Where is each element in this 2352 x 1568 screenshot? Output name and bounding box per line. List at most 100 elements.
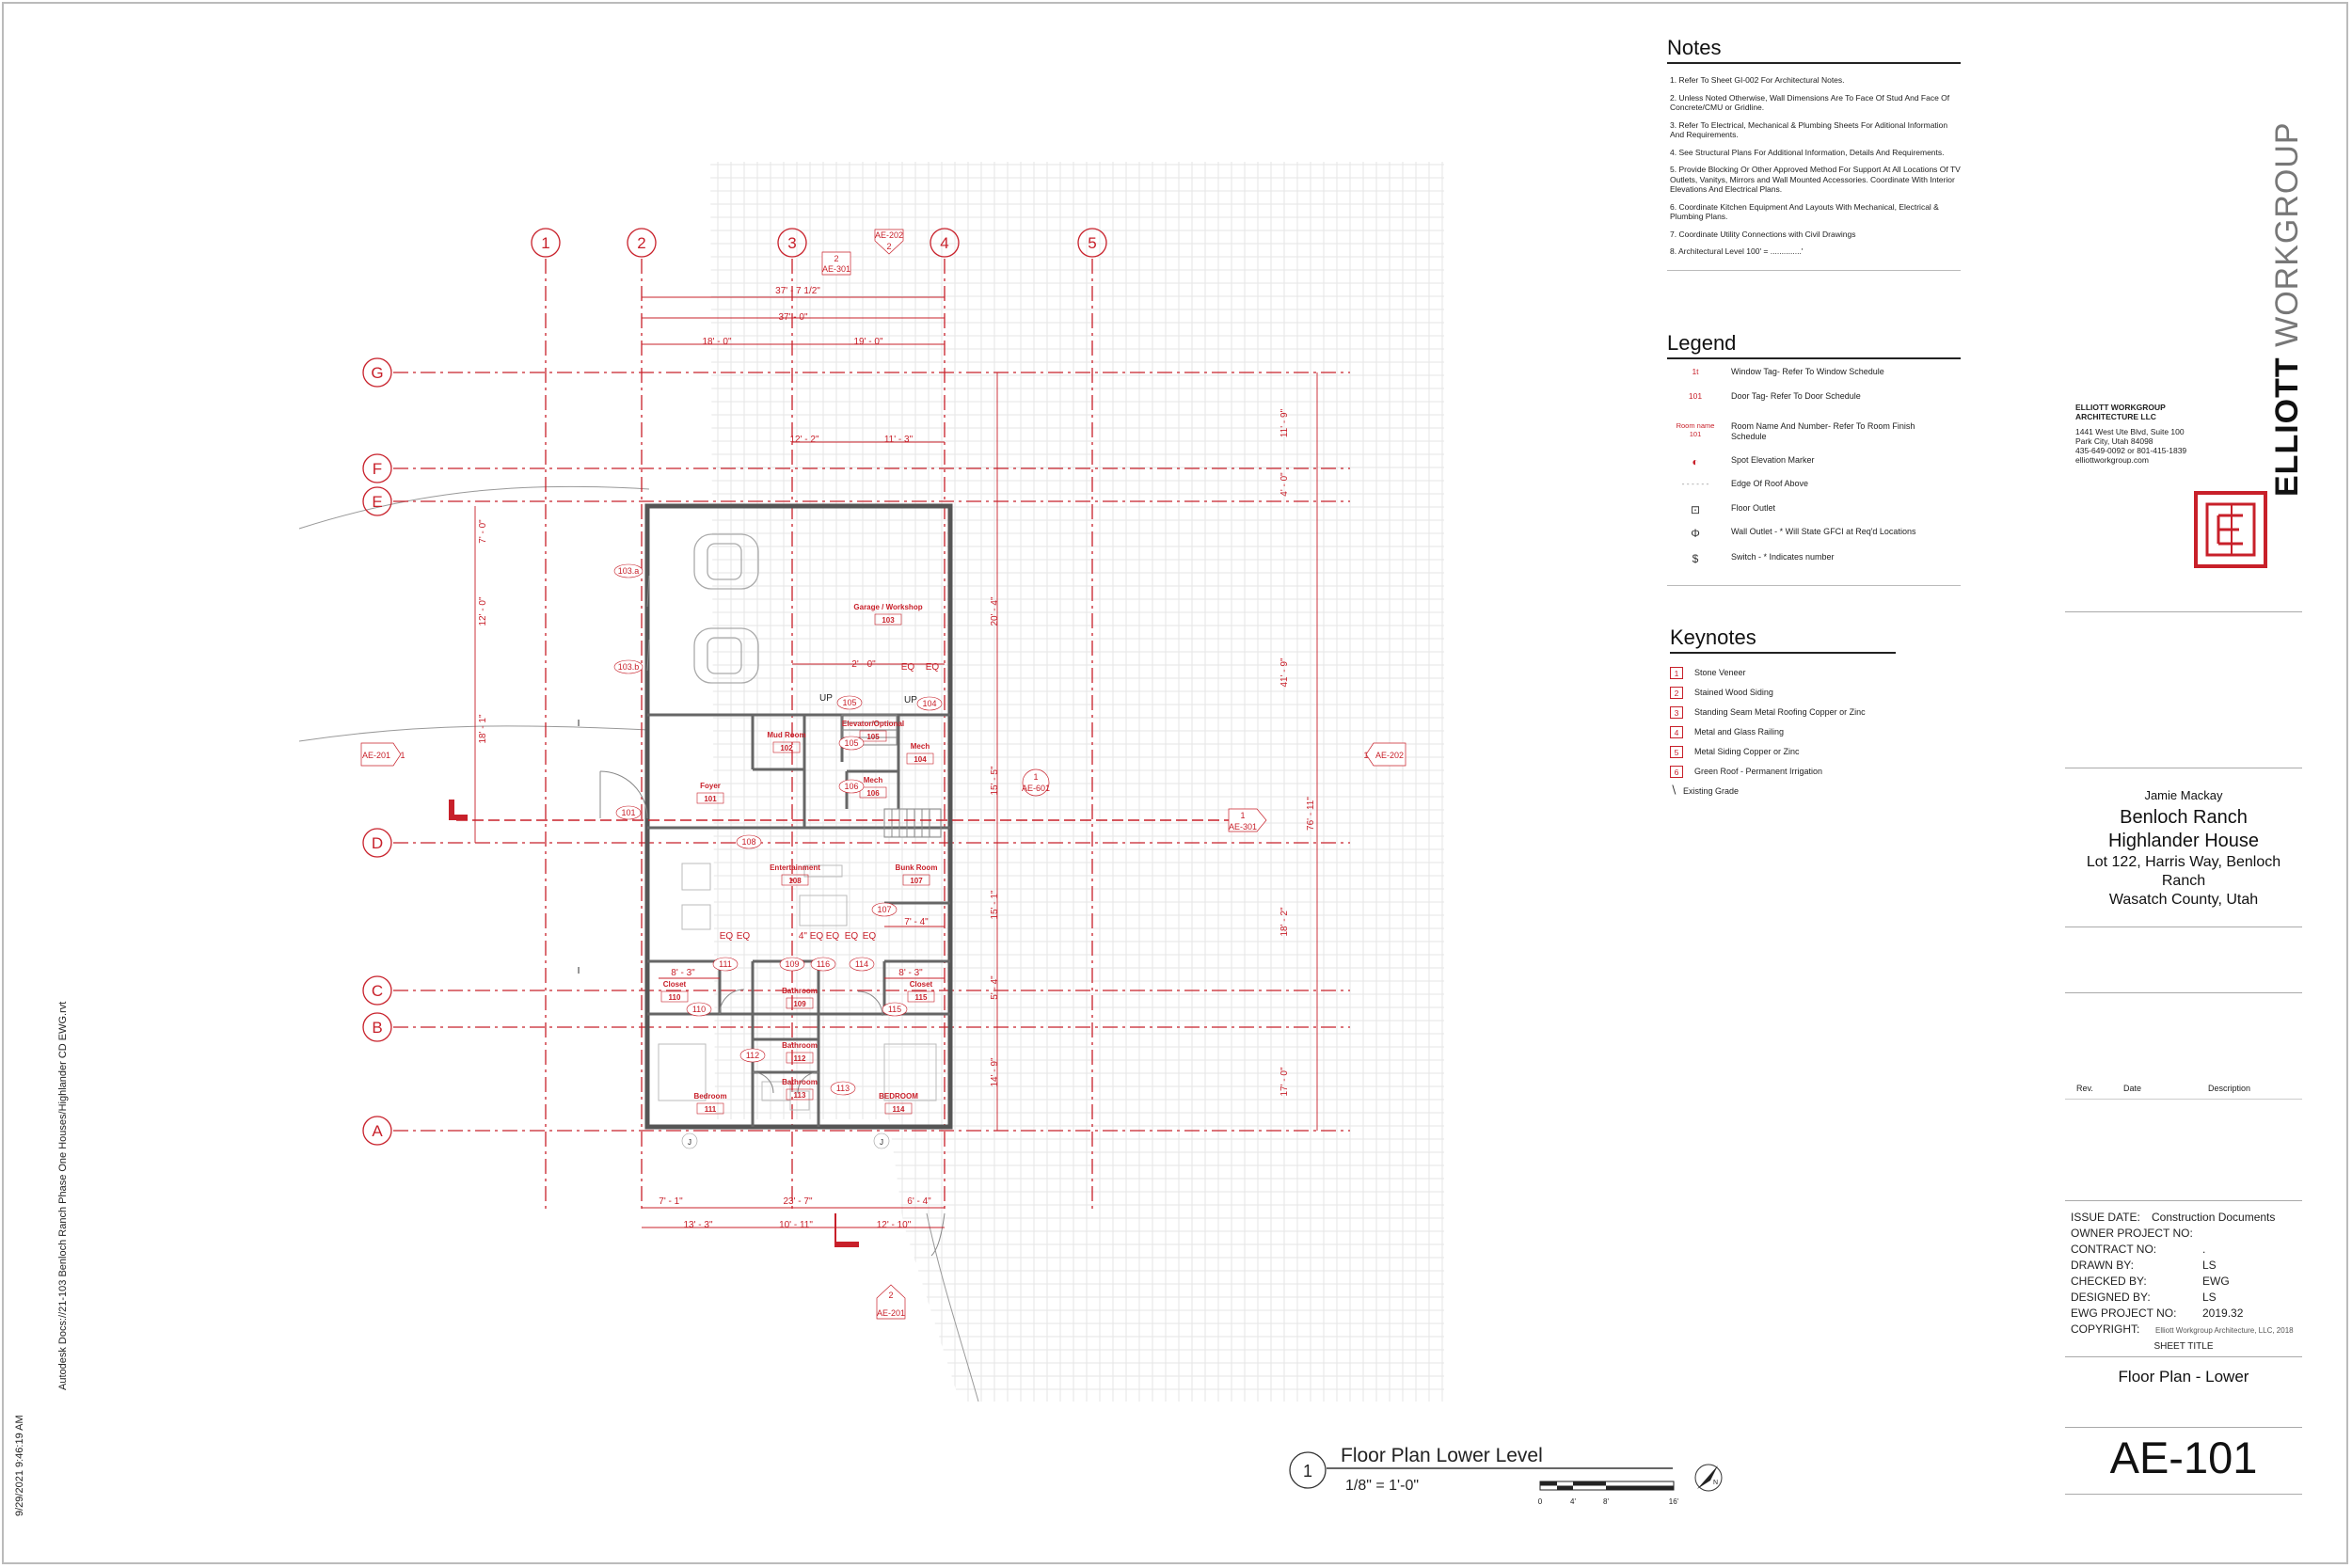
firm-name: ELLIOTT WORKGROUP bbox=[2075, 403, 2166, 412]
door-tag: 101 bbox=[615, 805, 642, 820]
svg-text:Closet: Closet bbox=[910, 980, 933, 989]
svg-text:J: J bbox=[880, 1138, 883, 1147]
svg-text:19' - 0": 19' - 0" bbox=[853, 337, 882, 347]
svg-text:Mud Room: Mud Room bbox=[767, 731, 805, 739]
sheet-number: AE-101 bbox=[2109, 1433, 2258, 1482]
description-col: Description bbox=[2208, 1084, 2251, 1093]
svg-text:108: 108 bbox=[741, 837, 755, 847]
note-item: 1. Refer To Sheet GI-002 For Architectur… bbox=[1670, 75, 1845, 85]
svg-text:109: 109 bbox=[793, 1000, 806, 1008]
svg-text:108: 108 bbox=[788, 877, 802, 885]
svg-text:15' - 1": 15' - 1" bbox=[990, 890, 1000, 919]
notes-divider bbox=[1667, 269, 1961, 271]
room-tag-icon: Room name 101 bbox=[1676, 421, 1715, 438]
existing-grade-line bbox=[298, 485, 650, 530]
svg-text:Entertainment: Entertainment bbox=[770, 863, 820, 872]
svg-text:14' - 9": 14' - 9" bbox=[990, 1057, 1000, 1086]
room-tag: Mud Room 102 bbox=[767, 731, 806, 753]
existing-grade-icon: ∖ bbox=[1670, 784, 1677, 797]
svg-text:115: 115 bbox=[915, 993, 928, 1002]
existing-grade-line bbox=[298, 725, 650, 742]
door-tag: 103.a bbox=[613, 563, 644, 578]
svg-text:111: 111 bbox=[719, 959, 732, 969]
svg-text:EQ: EQ bbox=[737, 931, 751, 942]
svg-text:2' - 0": 2' - 0" bbox=[851, 659, 876, 670]
svg-text:2: 2 bbox=[637, 234, 645, 252]
svg-text:EQ: EQ bbox=[901, 662, 915, 673]
firm-address-block: ELLIOTT WORKGROUP ARCHITECTURE LLC 1441 … bbox=[2075, 403, 2198, 465]
notes-title: Notes bbox=[1667, 36, 1961, 64]
elevation-tag: 2AE-201 bbox=[876, 1284, 906, 1320]
door-tag: 112 bbox=[739, 1048, 766, 1063]
project-lot: Ranch bbox=[2161, 873, 2206, 889]
svg-text:104: 104 bbox=[922, 699, 936, 708]
spot-elevation-icon: ◐ bbox=[1692, 455, 1699, 468]
svg-text:103: 103 bbox=[882, 616, 895, 625]
firm-address: Park City, Utah 84098 bbox=[2075, 436, 2153, 446]
note-item: 3. Refer To Electrical, Mechanical & Plu… bbox=[1670, 119, 1948, 140]
svg-text:107: 107 bbox=[877, 905, 891, 914]
grid-bubble-G: G bbox=[362, 357, 392, 388]
svg-text:17' - 0": 17' - 0" bbox=[1279, 1067, 1290, 1096]
door-tag: 110 bbox=[686, 1002, 712, 1017]
svg-text:41' - 9": 41' - 9" bbox=[1279, 657, 1290, 687]
tb-divider bbox=[2065, 1494, 2302, 1495]
svg-text:I: I bbox=[578, 966, 580, 976]
owner-project-row: OWNER PROJECT NO: bbox=[2071, 1227, 2193, 1240]
switch-icon: $ bbox=[1692, 552, 1699, 565]
svg-text:AE-201: AE-201 bbox=[877, 1308, 905, 1318]
contract-row: CONTRACT NO:. bbox=[2071, 1243, 2206, 1256]
firm-wordmark: ELLIOTT WORKGROUP bbox=[2269, 45, 2307, 497]
svg-text:23' - 7": 23' - 7" bbox=[783, 1196, 812, 1207]
notes-list: 1. Refer To Sheet GI-002 For Architectur… bbox=[1667, 75, 1961, 257]
room-tag: Closet 115 bbox=[907, 980, 935, 1003]
brand-light: WORKGROUP bbox=[2269, 121, 2305, 357]
svg-text:I: I bbox=[578, 719, 580, 729]
legend-title: Legend bbox=[1667, 331, 1961, 359]
svg-text:5: 5 bbox=[1088, 234, 1096, 252]
svg-text:Bedroom: Bedroom bbox=[693, 1092, 726, 1101]
grid-bubble-4: 4 bbox=[930, 228, 960, 258]
svg-text:114: 114 bbox=[855, 959, 868, 969]
svg-text:115: 115 bbox=[888, 1005, 901, 1014]
svg-text:110: 110 bbox=[669, 993, 681, 1002]
svg-text:D: D bbox=[372, 834, 383, 852]
door-tag-icon: 101 bbox=[1688, 391, 1703, 401]
svg-text:110: 110 bbox=[692, 1005, 706, 1014]
svg-text:2: 2 bbox=[888, 1291, 893, 1300]
grid-bubble-2: 2 bbox=[627, 228, 657, 258]
window-tag-icon: 1t bbox=[1692, 367, 1699, 376]
svg-text:4' - 0": 4' - 0" bbox=[1279, 472, 1290, 497]
grid-bubble-F: F bbox=[362, 453, 392, 483]
revision-rule bbox=[2065, 1099, 2302, 1100]
section-line bbox=[449, 800, 1251, 1247]
firm-website: elliottworkgroup.com bbox=[2075, 455, 2149, 465]
svg-text:8': 8' bbox=[1603, 1497, 1609, 1506]
svg-text:105: 105 bbox=[866, 733, 880, 741]
svg-text:10' - 11": 10' - 11" bbox=[779, 1220, 813, 1230]
client-name: Jamie Mackay bbox=[2144, 788, 2223, 802]
j-tag: J bbox=[873, 1132, 890, 1149]
svg-text:101: 101 bbox=[621, 808, 635, 817]
svg-text:102: 102 bbox=[780, 744, 793, 752]
door-tag: 105 bbox=[836, 695, 863, 710]
door-tag: 115 bbox=[882, 1002, 908, 1017]
svg-text:EQ: EQ bbox=[720, 931, 734, 942]
svg-text:20' - 4": 20' - 4" bbox=[990, 596, 1000, 626]
svg-text:15' - 5": 15' - 5" bbox=[990, 766, 1000, 795]
project-lot: Lot 122, Harris Way, Benloch bbox=[2086, 854, 2281, 870]
room-tag: Entertainment 108 bbox=[770, 863, 820, 886]
date-col: Date bbox=[2123, 1084, 2142, 1093]
section-tag: 2AE-301 bbox=[821, 251, 851, 276]
svg-text:AE-601: AE-601 bbox=[1022, 784, 1050, 793]
svg-text:37' - 0": 37' - 0" bbox=[778, 312, 807, 323]
